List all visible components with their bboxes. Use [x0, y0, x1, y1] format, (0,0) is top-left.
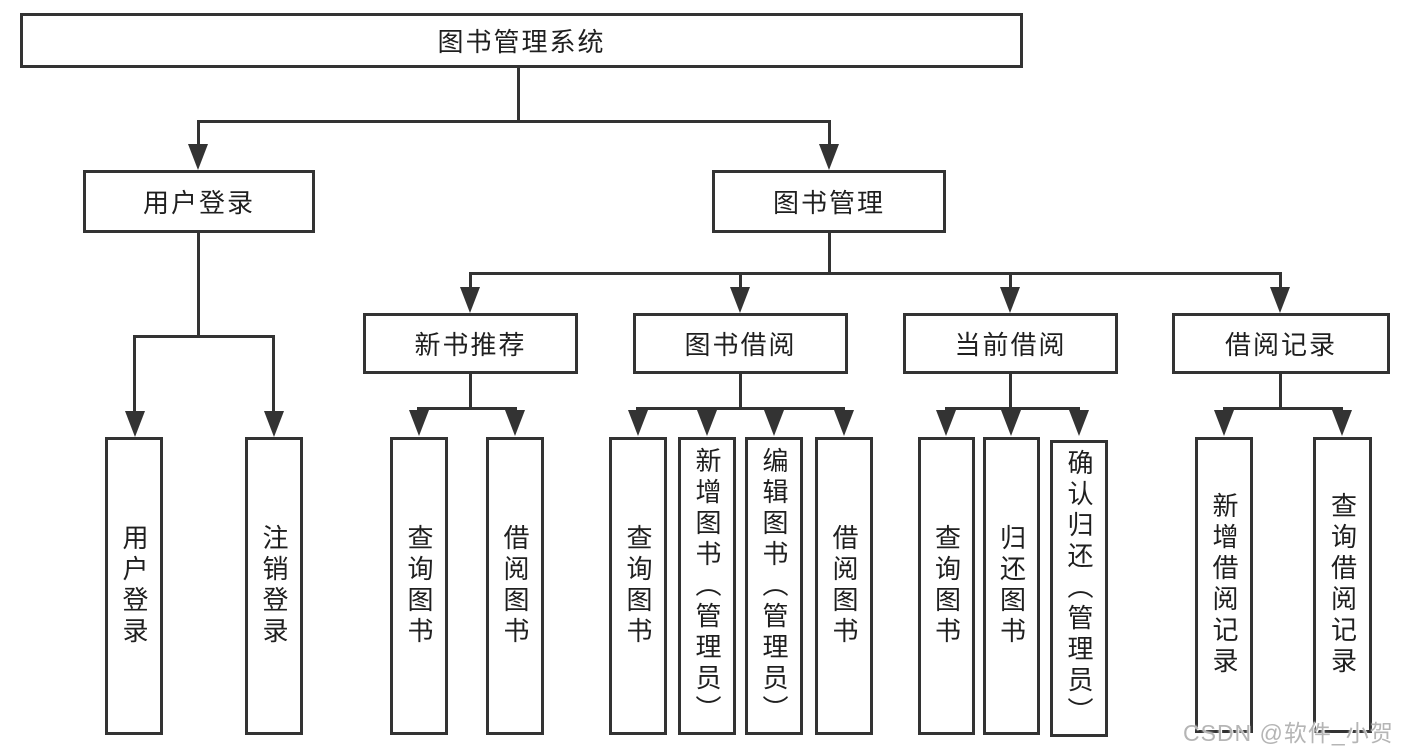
arrow-down-icon	[1000, 287, 1020, 313]
leaf-label: 查询图书	[931, 524, 962, 648]
connector-root-hline	[197, 120, 831, 123]
leaf-borrowing-query-book: 查询图书	[609, 437, 667, 735]
node-new-book-recommend: 新书推荐	[363, 313, 578, 374]
node-book-borrowing: 图书借阅	[633, 313, 848, 374]
connector-root-left-shaft	[197, 120, 200, 146]
leaf-label: 借阅图书	[500, 524, 530, 648]
connector-mgmt-stem	[828, 233, 831, 272]
arrow-down-icon	[264, 411, 284, 437]
leaf-label: 查询图书	[404, 524, 434, 648]
leaf-label: 新增图书（管理员）	[692, 446, 722, 726]
leaf-label: 用户登录	[119, 524, 149, 648]
node-library-system: 图书管理系统	[20, 13, 1023, 68]
arrow-down-icon	[834, 410, 854, 436]
connector-root-right-shaft	[828, 120, 831, 146]
leaf-current-return-book: 归还图书	[983, 437, 1040, 735]
connector-borrowing-hline	[636, 407, 845, 410]
connector-recommend-hline	[417, 407, 517, 410]
leaf-label: 编辑图书（管理员）	[759, 446, 789, 726]
leaf-recommend-borrow-book: 借阅图书	[486, 437, 544, 735]
arrow-down-icon	[125, 411, 145, 437]
node-book-management: 图书管理	[712, 170, 946, 233]
arrow-down-icon	[1214, 410, 1234, 436]
arrow-down-icon	[764, 410, 784, 436]
leaf-label: 借阅图书	[829, 524, 859, 648]
connector-login-stem	[197, 233, 200, 335]
leaf-label: 归还图书	[996, 524, 1027, 648]
connector-login-shaft	[272, 335, 275, 413]
connector-recommend-stem	[469, 374, 472, 407]
leaf-records-query-record: 查询借阅记录	[1313, 437, 1372, 733]
leaf-label: 注销登录	[259, 524, 289, 648]
node-borrowing-records: 借阅记录	[1172, 313, 1390, 374]
leaf-current-confirm-return-admin: 确认归还（管理员）	[1050, 440, 1108, 737]
arrow-down-icon	[819, 144, 839, 170]
arrow-down-icon	[1270, 287, 1290, 313]
arrow-down-icon	[1332, 410, 1352, 436]
connector-borrowing-stem	[739, 374, 742, 407]
arrow-down-icon	[188, 144, 208, 170]
connector-login-hline	[133, 335, 275, 338]
leaf-current-query-book: 查询图书	[918, 437, 975, 735]
connector-mgmt-shaft	[1009, 272, 1012, 288]
arrow-down-icon	[936, 410, 956, 436]
leaf-user-login: 用户登录	[105, 437, 163, 735]
arrow-down-icon	[628, 410, 648, 436]
arrow-down-icon	[697, 410, 717, 436]
leaf-label: 新增借阅记录	[1209, 492, 1239, 678]
connector-login-shaft	[133, 335, 136, 413]
connector-records-hline	[1223, 407, 1343, 410]
leaf-label: 查询借阅记录	[1327, 492, 1358, 678]
arrow-down-icon	[460, 287, 480, 313]
watermark: CSDN @软件_小贺同学	[1183, 720, 1394, 746]
node-current-borrowing: 当前借阅	[903, 313, 1118, 374]
connector-mgmt-shaft	[1279, 272, 1282, 288]
leaf-label: 确认归还（管理员）	[1064, 449, 1094, 728]
connector-mgmt-hline	[469, 272, 1282, 275]
arrow-down-icon	[505, 410, 525, 436]
connector-records-stem	[1279, 374, 1282, 407]
node-user-login: 用户登录	[83, 170, 315, 233]
connector-mgmt-shaft	[739, 272, 742, 288]
leaf-borrowing-edit-book-admin: 编辑图书（管理员）	[745, 437, 803, 735]
arrow-down-icon	[409, 410, 429, 436]
connector-mgmt-shaft	[469, 272, 472, 288]
leaf-borrowing-add-book-admin: 新增图书（管理员）	[678, 437, 736, 735]
arrow-down-icon	[730, 287, 750, 313]
arrow-down-icon	[1069, 410, 1089, 436]
leaf-label: 查询图书	[623, 524, 653, 648]
leaf-records-add-record: 新增借阅记录	[1195, 437, 1253, 733]
connector-current-hline	[945, 407, 1080, 410]
connector-current-stem	[1009, 374, 1012, 407]
connector-root-stem	[517, 68, 520, 120]
leaf-recommend-query-book: 查询图书	[390, 437, 448, 735]
leaf-borrowing-borrow-book: 借阅图书	[815, 437, 873, 735]
leaf-logout: 注销登录	[245, 437, 303, 735]
arrow-down-icon	[1001, 410, 1021, 436]
